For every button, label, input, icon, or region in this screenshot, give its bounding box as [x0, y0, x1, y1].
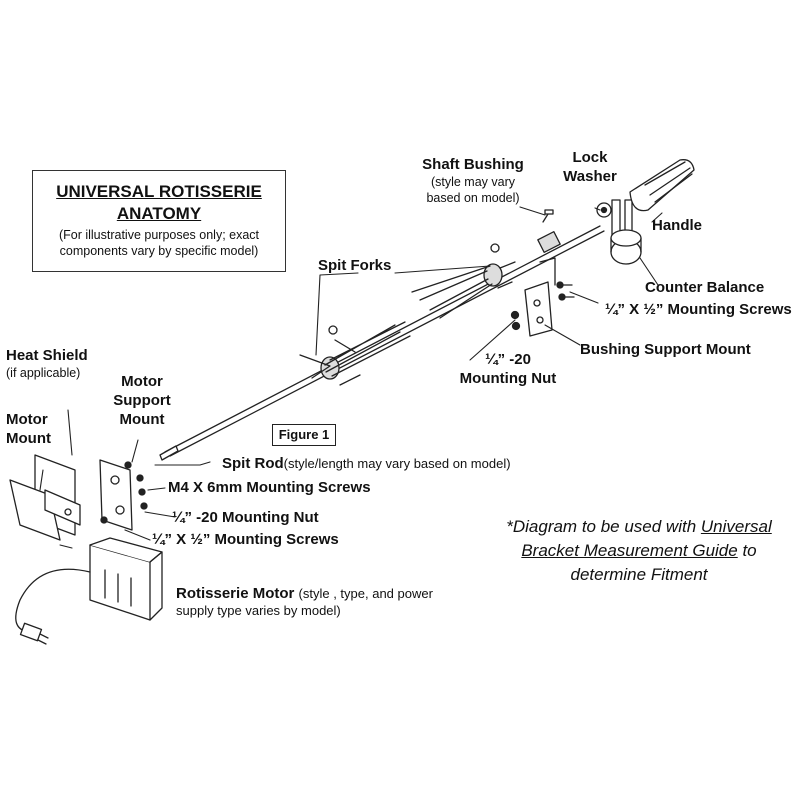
fitment-note-prefix: *Diagram to be used with	[506, 517, 701, 536]
heat-shield-note: (if applicable)	[6, 366, 81, 380]
title-box: UNIVERSAL ROTISSERIE ANATOMY (For illust…	[32, 170, 286, 272]
label-spit-forks: Spit Forks	[318, 257, 392, 274]
label-motor-support-mount: Motor Support Mount	[104, 372, 180, 429]
spit-rod-shape	[159, 225, 605, 461]
spit-rod-text: Spit Rod	[222, 455, 284, 472]
label-rotisserie-motor: Rotisserie Motor (style , type, and powe…	[176, 584, 433, 619]
heat-shield-shape	[9, 454, 76, 541]
label-m4-screws: M4 X 6mm Mounting Screws	[168, 479, 371, 496]
shaft-bushing-text: Shaft Bushing	[422, 156, 524, 173]
power-cord-shape	[15, 568, 91, 645]
label-motor-mount: Motor Mount	[6, 410, 51, 448]
counter-balance-shape	[610, 199, 642, 265]
rotisserie-motor-text: Rotisserie Motor	[176, 585, 295, 602]
motor-support-mount-line-2: Support	[113, 392, 171, 409]
rotisserie-motor-note-2: supply type varies by model)	[176, 603, 341, 618]
label-handle: Handle	[652, 217, 703, 234]
mounting-nut-center-line-2: Mounting Nut	[459, 370, 557, 387]
label-mounting-screws-left: ¼” X ½” Mounting Screws	[152, 531, 339, 548]
lock-washer-line-1: Lock	[572, 149, 608, 166]
motor-support-mount-line-1: Motor	[121, 373, 163, 390]
label-bushing-support-mount: Bushing Support Mount	[580, 341, 751, 358]
label-heat-shield: Heat Shield (if applicable)	[6, 346, 88, 381]
motor-mount-line-2: Mount	[6, 430, 51, 447]
lock-washer-line-2: Washer	[563, 168, 617, 185]
title-line-2: ANATOMY	[116, 204, 202, 223]
measurement-guide-link[interactable]: Universal Bracket Measurement Guide	[521, 517, 772, 560]
spit-fork-left-shape	[299, 321, 411, 386]
leader-lines	[39, 206, 663, 549]
fitment-note-suffix: to determine Fitment	[570, 541, 757, 584]
motor-support-mount-line-3: Mount	[119, 411, 165, 428]
label-mounting-nut-center: ¼” -20 Mounting Nut	[448, 350, 568, 388]
motor-mount-shape	[44, 489, 81, 526]
shaft-bushing-note: (style may vary based on model)	[426, 175, 520, 205]
mounting-nut-center-line-1: ¼” -20	[485, 351, 531, 368]
title-line-1: UNIVERSAL ROTISSERIE	[56, 182, 262, 201]
spit-fork-right-shape	[411, 261, 516, 319]
fitment-note: *Diagram to be used with Universal Brack…	[484, 515, 794, 587]
label-mounting-screws-right: ¼” X ½” Mounting Screws	[605, 301, 792, 318]
label-mounting-nut-left: ¼” -20 Mounting Nut	[172, 509, 319, 526]
motor-support-mount-shape	[99, 459, 148, 531]
label-counter-balance: Counter Balance	[645, 279, 765, 296]
rotisserie-motor-note-1: (style , type, and power	[298, 586, 433, 601]
label-spit-rod: Spit Rod(style/length may vary based on …	[222, 454, 511, 473]
label-lock-washer: Lock Washer	[560, 148, 620, 186]
handle-shape	[629, 159, 695, 212]
rotisserie-motor-shape	[89, 537, 163, 621]
title-note: (For illustrative purposes only; exact c…	[58, 228, 260, 258]
label-shaft-bushing: Shaft Bushing (style may vary based on m…	[408, 155, 538, 206]
figure-label: Figure 1	[272, 424, 336, 446]
spit-rod-note: (style/length may vary based on model)	[283, 456, 511, 471]
heat-shield-text: Heat Shield	[6, 347, 88, 364]
motor-mount-line-1: Motor	[6, 411, 48, 428]
lock-washer-shape	[596, 202, 612, 218]
bushing-support-mount-shape	[510, 257, 575, 337]
shaft-bushing-shape	[537, 209, 561, 253]
